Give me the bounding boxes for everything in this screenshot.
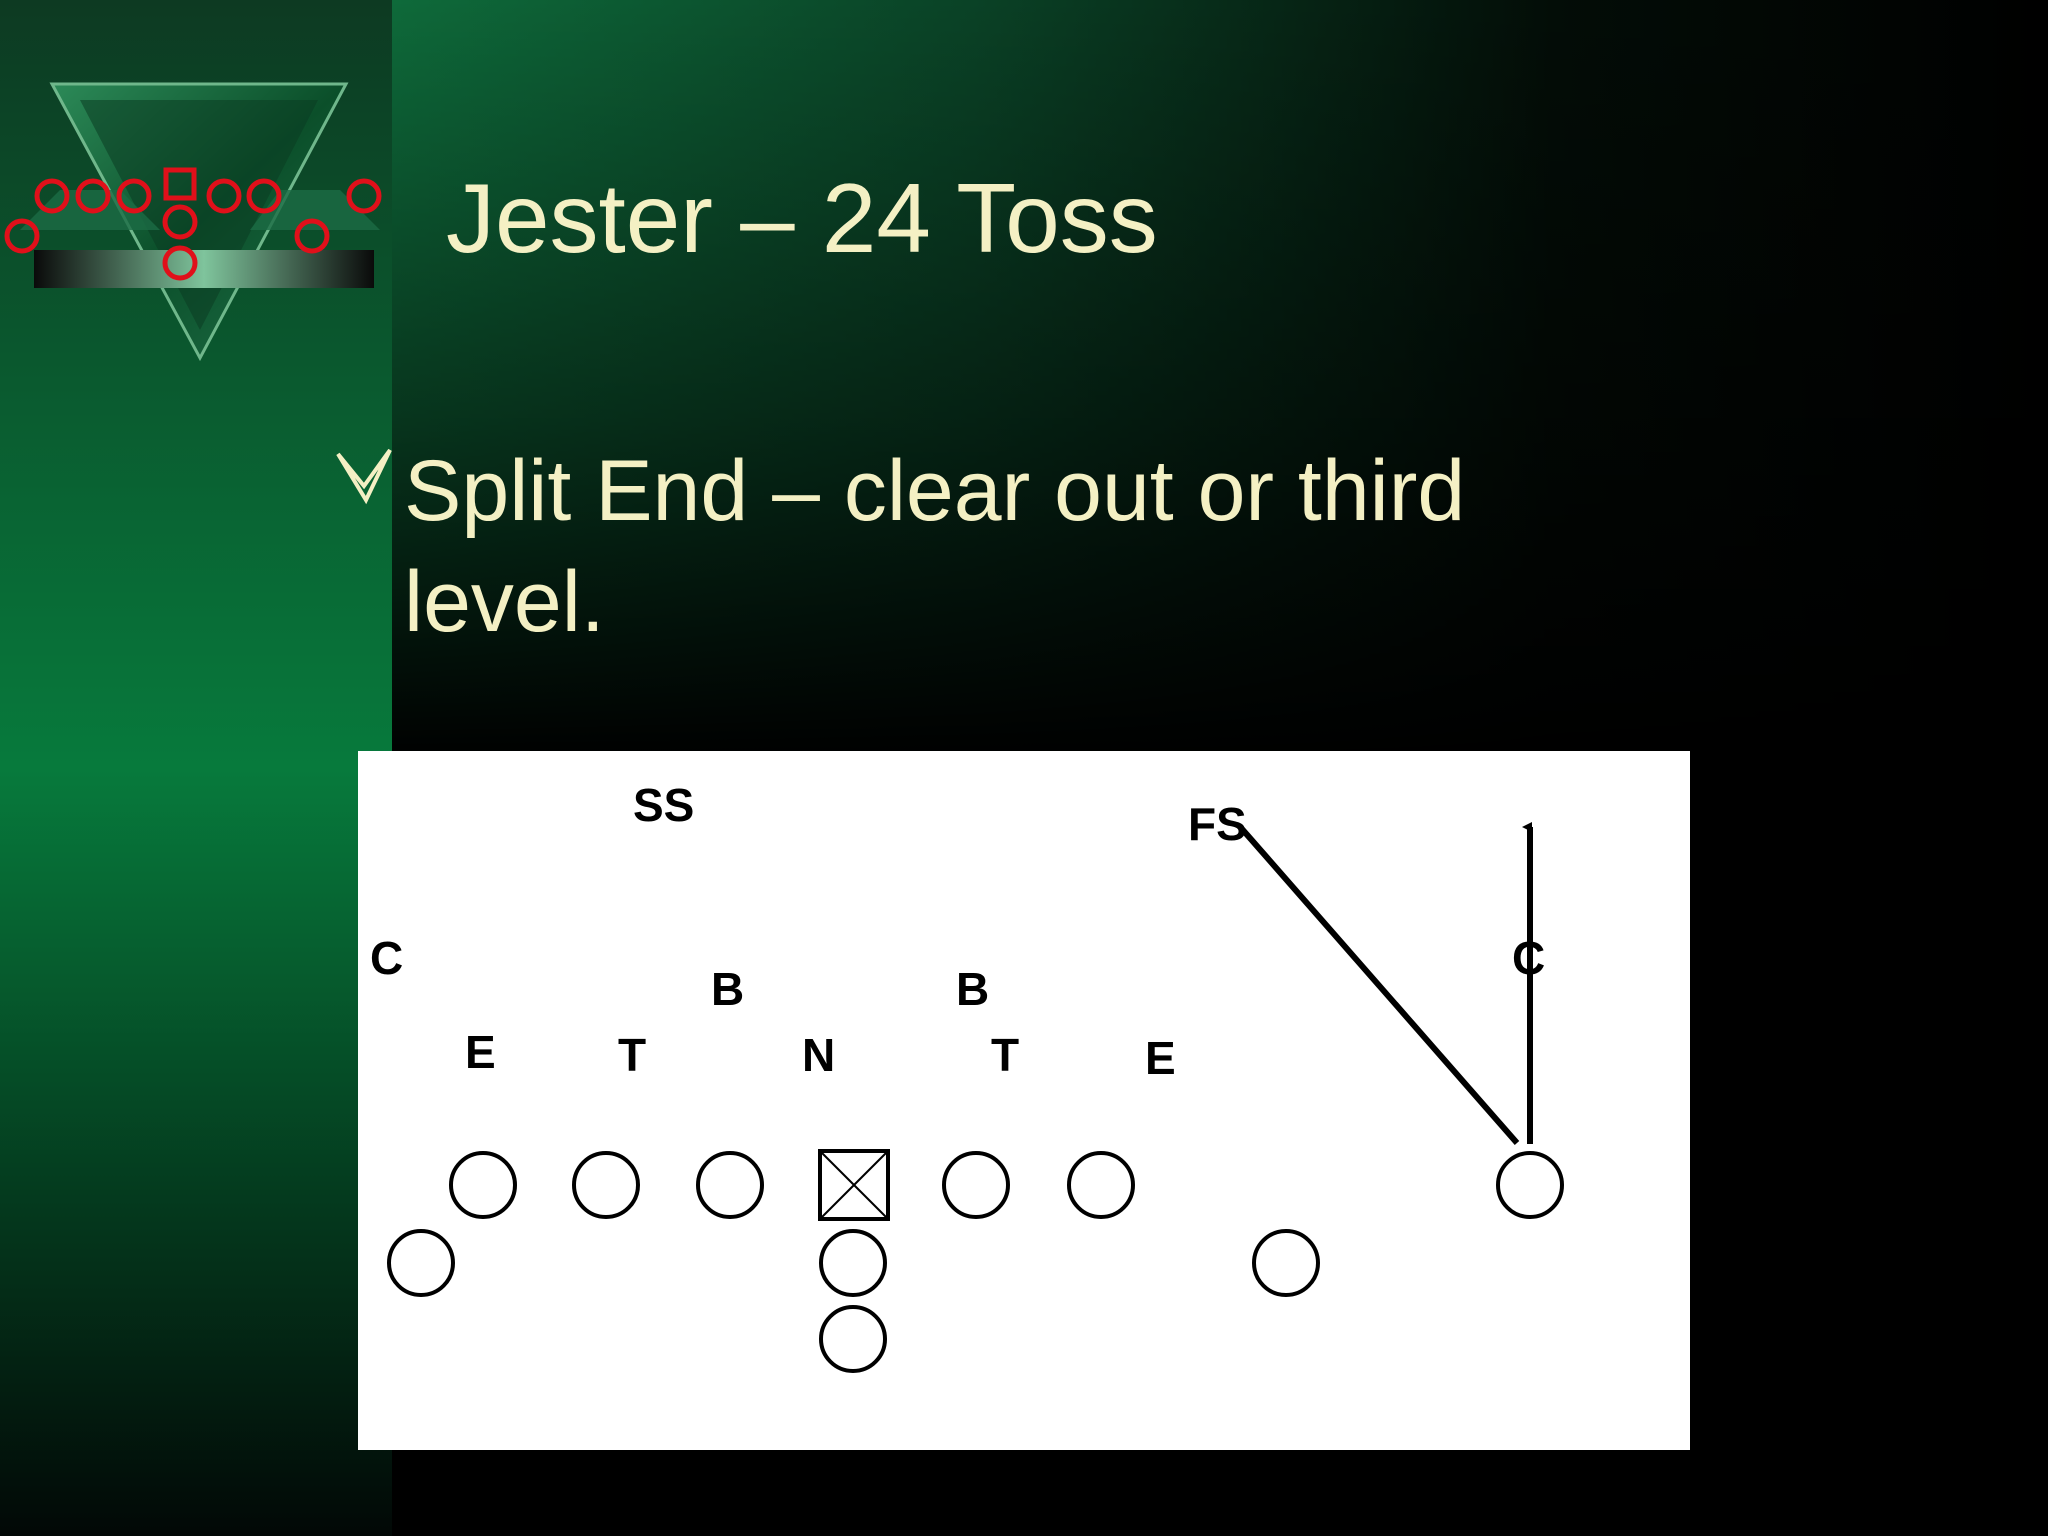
offense-right-guard <box>942 1151 1010 1219</box>
offense-split-end <box>1496 1151 1564 1219</box>
offense-left-guard-outer <box>572 1151 640 1219</box>
label-backer-left: B <box>711 963 744 1015</box>
play-diagram: SS FS C C B B E T N T E <box>358 751 1690 1450</box>
bullet-text: Split End – clear out or third level. <box>404 443 1466 650</box>
offense-right-back <box>1252 1229 1320 1297</box>
label-nose: N <box>802 1029 835 1081</box>
free-safety-path <box>1239 827 1520 1145</box>
label-tackle-left: T <box>618 1029 646 1081</box>
label-corner-left: C <box>370 932 403 984</box>
offense-tailback <box>819 1305 887 1373</box>
offense-left-guard <box>696 1151 764 1219</box>
offense-quarterback <box>819 1229 887 1297</box>
label-strong-safety: SS <box>633 779 694 831</box>
slide-title: Jester – 24 Toss <box>446 163 1158 273</box>
label-tackle-right: T <box>991 1029 1019 1081</box>
offense-left-tackle <box>449 1151 517 1219</box>
label-end-right: E <box>1145 1032 1176 1084</box>
offense-left-end-back <box>387 1229 455 1297</box>
checkmark-bullet-icon <box>336 448 392 505</box>
offense-center <box>818 1149 890 1221</box>
label-free-safety: FS <box>1188 798 1247 850</box>
offense-right-tackle <box>1067 1151 1135 1219</box>
label-backer-right: B <box>956 963 989 1015</box>
label-end-left: E <box>465 1026 496 1078</box>
football-formation-logo-icon <box>4 82 382 362</box>
